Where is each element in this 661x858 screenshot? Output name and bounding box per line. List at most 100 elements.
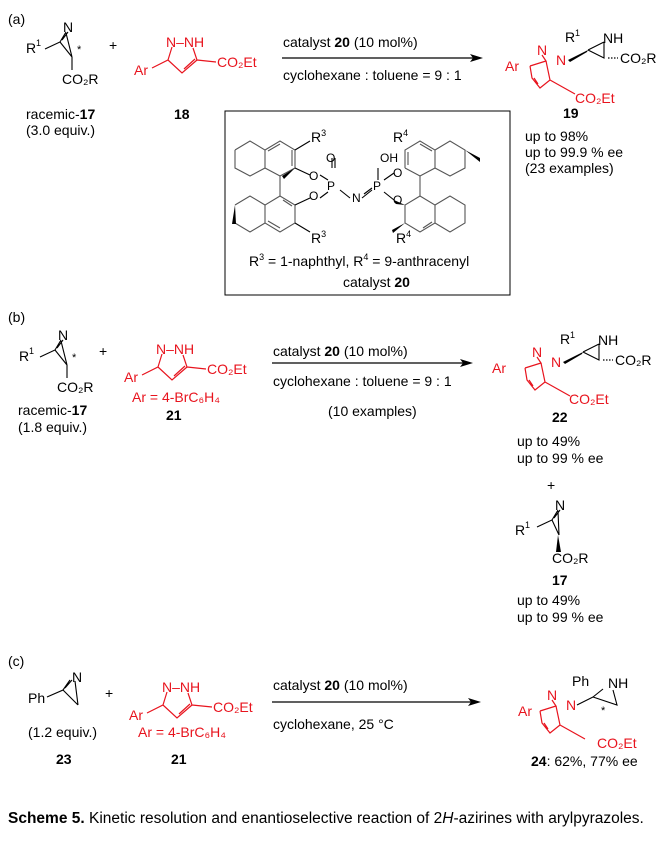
r1-superscript: 1 <box>525 520 530 530</box>
examples-text: (10 examples) <box>328 403 417 419</box>
compound-21-label: 21 <box>166 407 182 423</box>
r1-superscript: 1 <box>575 28 580 38</box>
ester-label: CO₂Et <box>213 699 253 715</box>
catalyst-box <box>224 110 511 296</box>
caption-italic: H <box>442 810 454 827</box>
catalyst-20-label: catalyst 20 <box>343 274 410 290</box>
pyrazole-21-structure: Ar N–NH CO₂Et <box>129 679 253 723</box>
stereocenter-star: * <box>77 44 82 56</box>
nitrogen-label: N <box>63 19 73 35</box>
ee-text: up to 99 % ee <box>517 450 604 466</box>
caption-text-end: -azirines with arylpyrazoles. <box>453 810 644 827</box>
n2-label: N <box>547 687 557 703</box>
r1-label: R <box>565 29 575 45</box>
ester-label: CO₂Et <box>217 54 257 70</box>
compound-17-label: 17 <box>552 572 568 588</box>
nnh-label: N–NH <box>166 34 204 50</box>
ar-definition: Ar = 4-BrC₆H₄ <box>132 389 220 405</box>
n1-label: N <box>566 697 576 713</box>
r4-bottom-label: R4 <box>396 229 411 246</box>
ester-label: CO₂R <box>57 379 94 395</box>
scheme-caption: Scheme 5. Kinetic resolution and enantio… <box>8 807 658 830</box>
panel-a: (a) R 1 N * CO₂R racemic-17 (3.0 equiv.)… <box>8 11 657 296</box>
o-label: O <box>309 189 318 203</box>
n2-label: N <box>537 42 547 58</box>
panel-c-label: (c) <box>8 653 24 669</box>
catalyst-20-structure <box>232 140 480 233</box>
examples-text: (23 examples) <box>525 160 614 176</box>
product-19-structure: Ar N N R 1 NH CO₂R CO₂Et <box>505 28 657 106</box>
ar-label: Ar <box>129 707 143 723</box>
ar-label: Ar <box>518 703 532 719</box>
n1-label: N <box>556 52 566 68</box>
arrow-above-text: catalyst 20 (10 mol%) <box>273 343 408 359</box>
panel-b-label: (b) <box>8 309 25 325</box>
equiv-17: (3.0 equiv.) <box>26 122 95 138</box>
yield-text: up to 98% <box>525 128 588 144</box>
arrow-above-text: catalyst 20 (10 mol%) <box>283 34 418 50</box>
pyrazole-ester-label: CO₂Et <box>569 391 609 407</box>
equiv-23: (1.2 equiv.) <box>28 724 97 740</box>
o-label: O <box>393 166 402 180</box>
compound-17-label: racemic-17 <box>18 402 87 418</box>
p-label: P <box>373 179 381 193</box>
aziridine-ester-label: CO₂R <box>620 50 657 66</box>
n1-label: N <box>551 354 561 370</box>
ar-label: Ar <box>124 369 138 385</box>
azirine-17-structure: R 1 N * CO₂R <box>19 327 94 395</box>
arrow-below-text: cyclohexane : toluene = 9 : 1 <box>273 373 452 389</box>
r4-top-label: R4 <box>393 128 408 145</box>
stereocenter-star: * <box>72 352 77 364</box>
n2-label: N <box>532 344 542 360</box>
pyrazole-21-structure: Ar N–NH CO₂Et <box>124 341 247 385</box>
nitrogen-label: N <box>72 669 82 685</box>
plus-sign: + <box>105 685 113 701</box>
product-22-structure: Ar N N R 1 NH CO₂R CO₂Et <box>492 330 652 407</box>
nitrogen-label: N <box>555 497 565 513</box>
aziridine-ester-label: CO₂R <box>615 352 652 368</box>
nitrogen-label: N <box>58 327 68 343</box>
panel-b: (b) R 1 N * CO₂R racemic-17 (1.8 equiv.)… <box>8 309 652 625</box>
oxo-label: O <box>326 151 335 165</box>
equiv-17: (1.8 equiv.) <box>18 419 87 435</box>
plus-sign: + <box>547 477 555 493</box>
ar-label: Ar <box>134 62 148 78</box>
pyrazole-ester-label: CO₂Et <box>597 735 637 751</box>
panel-a-label: (a) <box>8 11 25 27</box>
r1-label: R <box>19 348 29 364</box>
compound-19-label: 19 <box>563 105 579 121</box>
yield-text: up to 49% <box>517 433 580 449</box>
pyrazole-ester-label: CO₂Et <box>575 90 615 106</box>
nnh-label: N–NH <box>156 341 194 357</box>
compound-22-label: 22 <box>552 409 568 425</box>
compound-24-result: 24: 62%, 77% ee <box>531 753 638 769</box>
ph-label: Ph <box>28 690 45 706</box>
ar-definition: Ar = 4-BrC₆H₄ <box>138 724 226 740</box>
compound-21-label: 21 <box>171 751 187 767</box>
nh-label: NH <box>608 675 628 691</box>
ester-label: CO₂Et <box>207 361 247 377</box>
r3-bottom-label: R3 <box>311 229 326 246</box>
compound-17-label: racemic-17 <box>26 106 95 122</box>
hydroxyl-label: OH <box>380 151 398 165</box>
ar-label: Ar <box>492 360 506 376</box>
r1-superscript: 1 <box>29 346 34 356</box>
yield-text: up to 49% <box>517 592 580 608</box>
panel-c: (c) Ph N (1.2 equiv.) 23 + Ar N–NH CO₂Et… <box>8 653 638 769</box>
p-label: P <box>327 179 335 193</box>
stereocenter-star: * <box>601 705 606 717</box>
plus-sign: + <box>99 343 107 359</box>
r1-superscript: 1 <box>570 330 575 340</box>
compound-23-label: 23 <box>56 751 72 767</box>
nnh-label: N–NH <box>162 679 200 695</box>
ee-text: up to 99 % ee <box>517 609 604 625</box>
ester-label: CO₂R <box>552 550 589 566</box>
ester-label: CO₂R <box>62 71 99 87</box>
arrow-above-text: catalyst 20 (10 mol%) <box>273 677 408 693</box>
product-24-structure: Ar N N Ph NH * CO₂Et <box>518 673 637 751</box>
r1-label: R <box>560 331 570 347</box>
nh-label: NH <box>603 30 623 46</box>
nh-label: NH <box>598 332 618 348</box>
catalyst-definition: R3 = 1-naphthyl, R4 = 9-anthracenyl <box>249 252 469 269</box>
